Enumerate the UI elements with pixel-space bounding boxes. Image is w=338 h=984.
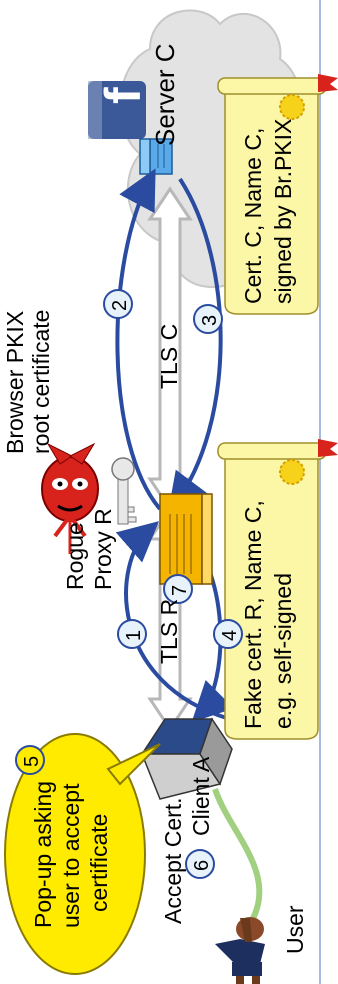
step-circle-6: 6 (185, 849, 215, 879)
proxy-r-label: Proxy R (90, 508, 116, 590)
step-circle-4: 4 (213, 619, 243, 649)
svg-text:7: 7 (169, 585, 191, 596)
step-circle-3: 3 (193, 304, 223, 334)
svg-text:5: 5 (21, 756, 43, 767)
seal-icon (279, 94, 305, 120)
key-icon (111, 457, 137, 525)
laptop-icon (140, 717, 233, 800)
popup-line2: user to accept (58, 783, 84, 928)
facebook-logo-icon: f (88, 81, 151, 139)
user-label: User (282, 905, 308, 954)
svg-text:1: 1 (123, 630, 145, 641)
tls-c-label: TLS C (156, 323, 182, 389)
step-circle-2: 2 (103, 289, 133, 319)
cable-icon (212, 788, 263, 926)
cert-c-line2: signed by Br.PKIX (270, 118, 296, 304)
browser-pkix-label: Browser PKIX (2, 310, 28, 454)
step-circle-1: 1 (117, 619, 147, 649)
svg-text:3: 3 (199, 315, 221, 326)
arrow-step-2 (115, 168, 162, 511)
popup-bubble (4, 733, 161, 975)
server-c-label: Server C (150, 43, 180, 146)
ribbon-icon (318, 74, 338, 92)
root-certificate-label: root certificate (28, 309, 54, 454)
rogue-label: Rogue (62, 522, 88, 590)
devil-icon (41, 442, 99, 554)
proxy-server-icon (159, 493, 213, 585)
popup-line1: Pop-up asking (30, 780, 56, 928)
svg-text:4: 4 (219, 630, 241, 641)
seal-icon (279, 459, 305, 485)
user-figure-icon (215, 917, 265, 984)
cert-c-line1: Cert. C, Name C, (240, 127, 266, 304)
svg-text:f: f (95, 87, 151, 104)
client-a-label: Client A (188, 756, 214, 836)
fake-cert-line1: Fake cert. R, Name C, (240, 500, 266, 729)
step-circle-7: 7 (163, 574, 193, 604)
fake-cert-scroll (217, 442, 327, 740)
svg-text:6: 6 (191, 860, 213, 871)
ribbon-icon (318, 439, 338, 457)
step-circle-5: 5 (15, 745, 45, 775)
arrow-step-3 (167, 177, 223, 514)
svg-text:2: 2 (109, 300, 131, 311)
tls-r-label: TLS R (156, 598, 182, 664)
fake-cert-line2: e.g. self-signed (270, 573, 296, 729)
popup-line3: certificate (86, 813, 112, 912)
accept-cert-label: Accept Cert. (160, 797, 186, 924)
